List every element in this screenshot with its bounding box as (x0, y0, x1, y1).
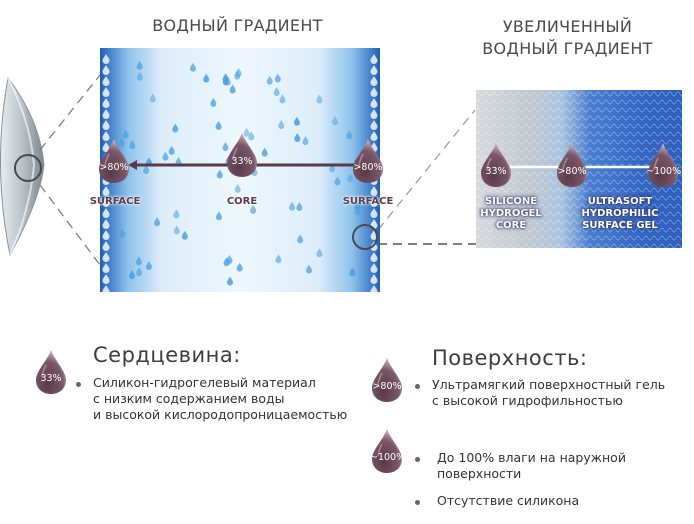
drop-value: 33% (485, 166, 507, 177)
right-panel-title: УВЕЛИЧЕННЫЙ ВОДНЫЙ ГРАДИЕНТ (455, 16, 680, 60)
drop-value: ~100% (646, 166, 682, 177)
lens-zoom-circle (14, 154, 42, 182)
drop-value: >80% (353, 162, 383, 173)
label-silicone-core: SILICONE HYDROGEL CORE (480, 196, 542, 231)
left-panel-title: ВОДНЫЙ ГРАДИЕНТ (152, 16, 323, 35)
drop-surface-left: >80% (97, 138, 131, 184)
core-description: Силикон-гидрогелевый материал с низким с… (93, 375, 348, 422)
drop-value: 33% (231, 156, 253, 167)
label-surface-right: SURFACE (342, 196, 394, 207)
drop-value: >80% (99, 162, 129, 173)
surface-zoom-circle (352, 224, 378, 250)
label-surface-gel: ULTRASOFT HYDROPHILIC SURFACE GEL (581, 196, 659, 231)
mag-drop-core: 33% (479, 142, 513, 188)
legend-drop-surface-80: >80% (370, 357, 404, 403)
label-surface-left: SURFACE (89, 196, 141, 207)
surface-description-2: До 100% влаги на наружной поверхности (437, 450, 626, 481)
drop-value: ~100% (370, 452, 406, 463)
drop-core: 33% (225, 132, 259, 178)
core-section-title: Сердцевина: (93, 343, 241, 367)
mag-drop-surface: ~100% (646, 142, 682, 188)
bullet-dot (415, 457, 420, 462)
surface-description-1: Ультрамягкий поверхностный гель с высоко… (432, 377, 666, 408)
drop-value: >80% (372, 381, 402, 392)
drop-value: >80% (557, 166, 587, 177)
label-core: CORE (226, 196, 258, 207)
legend-drop-core: 33% (34, 349, 68, 395)
bullet-dot (415, 384, 420, 389)
drop-value: 33% (40, 373, 62, 384)
bullet-dot (415, 500, 420, 505)
drop-surface-right: >80% (351, 138, 385, 184)
contact-lens-shape (0, 76, 45, 257)
right-title-line2: ВОДНЫЙ ГРАДИЕНТ (482, 39, 653, 58)
legend-drop-surface-100: ~100% (370, 428, 406, 474)
bullet-dot (76, 382, 81, 387)
right-title-line1: УВЕЛИЧЕННЫЙ (502, 17, 633, 36)
surface-section-title: Поверхность: (432, 346, 588, 370)
mag-drop-gel: >80% (555, 142, 589, 188)
surface-description-3: Отсутствие силикона (437, 493, 580, 508)
